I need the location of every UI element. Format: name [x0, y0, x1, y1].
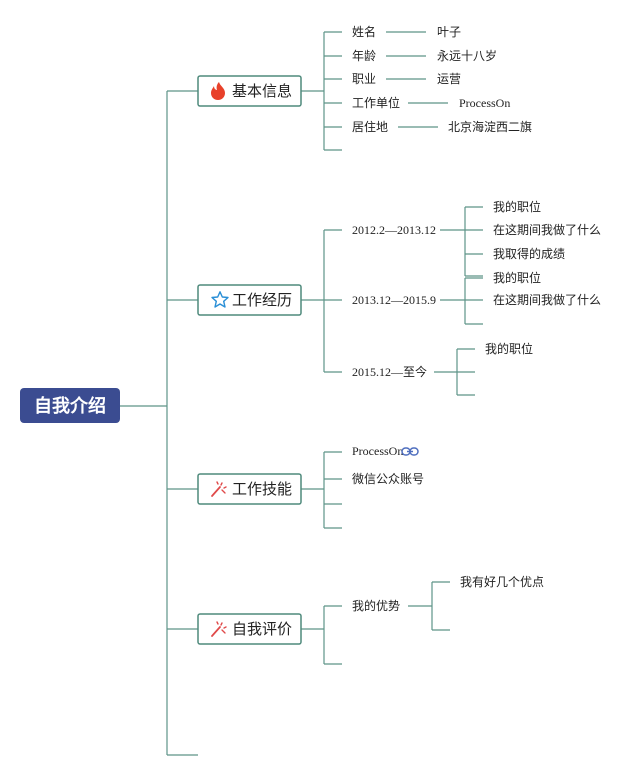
- info-value-residence[interactable]: 北京海淀西二旗: [448, 119, 532, 134]
- sparkle-icon: [211, 621, 227, 637]
- skill-item[interactable]: 微信公众账号: [352, 472, 424, 486]
- info-label-job[interactable]: 职业: [352, 72, 376, 86]
- info-value-employer[interactable]: ProcessOn: [459, 96, 510, 110]
- basic-info-items: 姓名 叶子 年龄 永远十八岁 职业 运营 工作单位 ProcessOn 居住地 …: [352, 24, 532, 134]
- branch-work-experience[interactable]: 工作经历: [197, 284, 302, 316]
- work-experience-items: 2012.2—2013.12 我的职位 在这期间我做了什么 我取得的成绩 201…: [352, 199, 601, 379]
- branch-box: [197, 284, 302, 316]
- branch-basic-info[interactable]: 基本信息: [197, 75, 302, 107]
- connector-lines: [120, 31, 483, 756]
- root-node[interactable]: 自我介绍: [20, 388, 120, 423]
- period-detail[interactable]: 在这期间我做了什么: [493, 222, 601, 237]
- star-icon: [211, 291, 229, 308]
- root-node-box: [20, 388, 120, 423]
- branch-label: 自我评价: [232, 620, 292, 638]
- branch-box: [197, 473, 302, 505]
- link-icon[interactable]: [401, 447, 419, 456]
- root-node-label: 自我介绍: [34, 395, 106, 417]
- period-detail[interactable]: 我取得的成绩: [493, 246, 565, 261]
- flame-icon: [211, 82, 225, 100]
- info-value-job[interactable]: 运营: [437, 72, 461, 86]
- branch-box: [197, 613, 302, 645]
- info-label-age[interactable]: 年龄: [352, 49, 376, 63]
- sparkle-icon: [211, 481, 227, 497]
- period-detail[interactable]: 我的职位: [485, 341, 533, 356]
- info-value-age[interactable]: 永远十八岁: [437, 48, 497, 63]
- evaluation-item[interactable]: 我的优势: [352, 598, 400, 613]
- period-label[interactable]: 2015.12—至今: [352, 364, 427, 379]
- branch-work-skills[interactable]: 工作技能: [197, 473, 302, 505]
- skill-item[interactable]: ProcessOn: [352, 444, 403, 458]
- period-label[interactable]: 2013.12—2015.9: [352, 293, 436, 307]
- branch-label: 工作经历: [232, 291, 292, 309]
- info-label-residence[interactable]: 居住地: [352, 120, 388, 134]
- self-evaluation-items: 我的优势 我有好几个优点: [352, 575, 544, 613]
- info-label-name[interactable]: 姓名: [352, 24, 376, 39]
- period-label[interactable]: 2012.2—2013.12: [352, 223, 436, 237]
- period-detail[interactable]: 我的职位: [493, 270, 541, 285]
- branch-label: 工作技能: [232, 480, 292, 498]
- info-value-name[interactable]: 叶子: [437, 25, 461, 39]
- branch-label: 基本信息: [232, 82, 292, 100]
- info-label-employer[interactable]: 工作单位: [352, 95, 400, 110]
- branch-self-evaluation[interactable]: 自我评价: [197, 613, 302, 645]
- branch-box: [197, 75, 302, 107]
- period-detail[interactable]: 在这期间我做了什么: [493, 292, 601, 307]
- evaluation-detail[interactable]: 我有好几个优点: [460, 575, 544, 589]
- work-skills-items: ProcessOn 微信公众账号: [352, 444, 424, 486]
- period-detail[interactable]: 我的职位: [493, 199, 541, 214]
